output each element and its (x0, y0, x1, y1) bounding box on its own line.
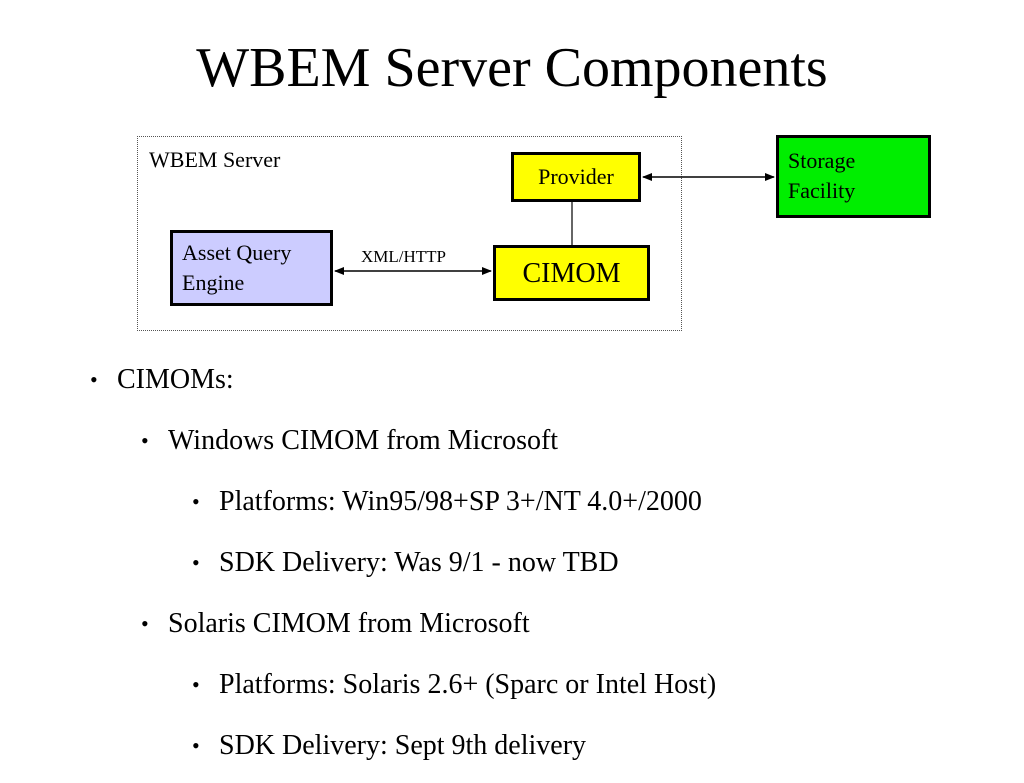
asset-label-line2: Engine (182, 270, 245, 295)
bullet-glyph: • (141, 611, 149, 636)
bullet-glyph: • (141, 428, 149, 453)
bullet-glyph: • (192, 550, 200, 575)
bullet-text: Platforms: Solaris 2.6+ (Sparc or Intel … (219, 669, 717, 700)
bullet-glyph: • (192, 733, 200, 758)
bullet-item: • Platforms: Solaris 2.6+ (Sparc or Inte… (0, 661, 1024, 722)
bullet-item: • SDK Delivery: Was 9/1 - now TBD (0, 539, 1024, 600)
wbem-server-label: WBEM Server (149, 147, 281, 172)
storage-label-line2: Facility (788, 178, 856, 203)
bullet-text: Solaris CIMOM from Microsoft (168, 608, 530, 639)
storage-label-line1: Storage (788, 148, 856, 173)
bullet-glyph: • (90, 367, 98, 392)
bullet-text: SDK Delivery: Sept 9th delivery (219, 730, 587, 761)
slide-title: WBEM Server Components (196, 37, 828, 99)
bullet-glyph: • (192, 489, 200, 514)
bullet-text: Platforms: Win95/98+SP 3+/NT 4.0+/2000 (219, 486, 702, 517)
provider-box: Provider (511, 152, 641, 202)
wbem-server-frame (137, 136, 682, 331)
bullet-text: CIMOMs: (117, 364, 234, 395)
cimom-box: CIMOM (493, 245, 650, 301)
bullet-item: • Platforms: Win95/98+SP 3+/NT 4.0+/2000 (0, 478, 1024, 539)
storage-facility-box: Storage Facility (776, 135, 931, 218)
cimom-label: CIMOM (522, 258, 621, 289)
asset-query-engine-box: Asset Query Engine (170, 230, 333, 306)
bullet-text: Windows CIMOM from Microsoft (168, 425, 559, 456)
bullet-item: • SDK Delivery: Sept 9th delivery (0, 722, 1024, 783)
bullet-item: • CIMOMs: (0, 356, 1024, 417)
bullet-list: • CIMOMs: • Windows CIMOM from Microsoft… (0, 356, 1024, 783)
asset-label-line1: Asset Query (182, 240, 292, 265)
xml-http-label: XML/HTTP (361, 247, 446, 266)
bullet-item: • Windows CIMOM from Microsoft (0, 417, 1024, 478)
provider-label: Provider (538, 164, 614, 189)
bullet-text: SDK Delivery: Was 9/1 - now TBD (219, 547, 619, 578)
bullet-glyph: • (192, 672, 200, 697)
bullet-item: • Solaris CIMOM from Microsoft (0, 600, 1024, 661)
